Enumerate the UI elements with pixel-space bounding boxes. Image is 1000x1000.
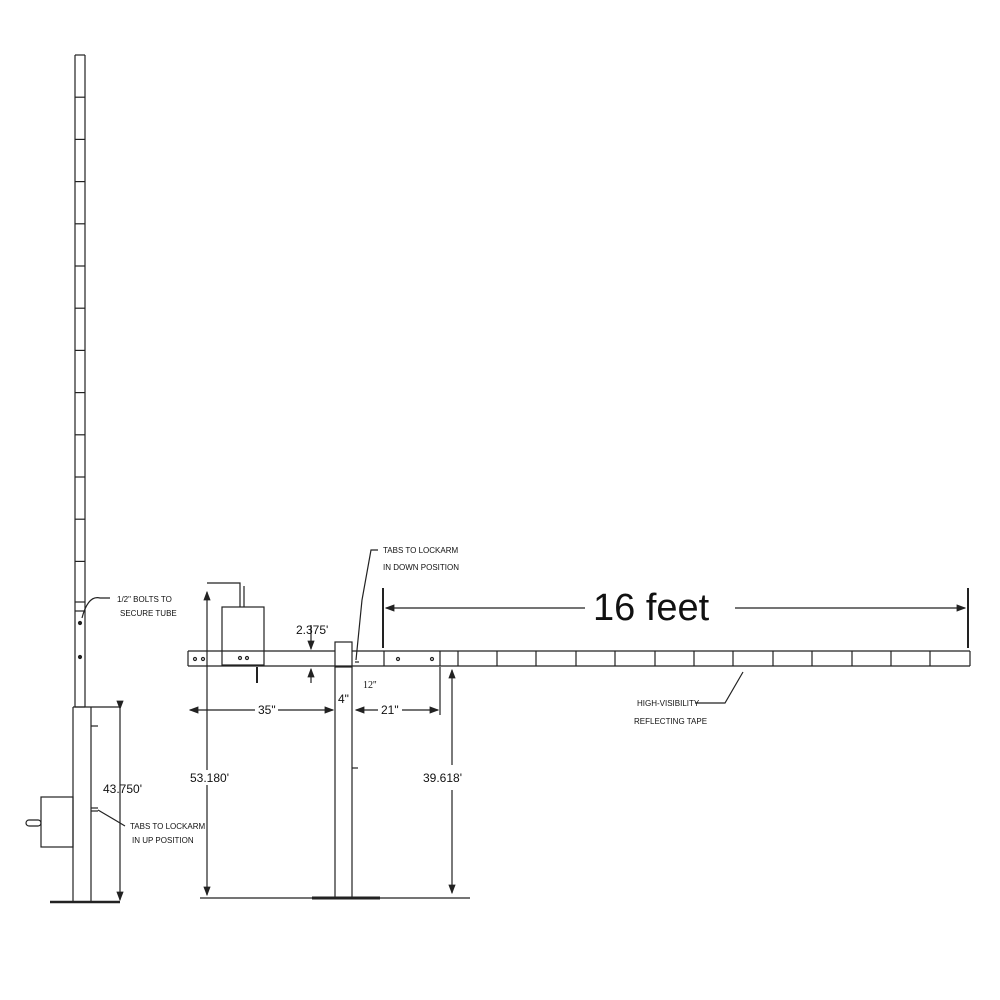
- center-post: [334, 641, 359, 898]
- offset-35-dim: 35": [258, 703, 276, 717]
- arm-length-dim: 16 feet: [593, 587, 710, 629]
- tabs-down-label-1: TABS TO LOCKARM: [383, 546, 458, 555]
- upright-post: [25, 706, 120, 904]
- post-width-dim: 4": [338, 692, 349, 706]
- tape-label-2: REFLECTING TAPE: [634, 717, 707, 726]
- horizontal-arm: [187, 650, 971, 667]
- bolts-label-2: SECURE TUBE: [120, 609, 177, 618]
- bolts-label-1: 1/2" BOLTS TO: [117, 595, 172, 604]
- post-height-dim: 43.750': [103, 782, 142, 796]
- vertical-arm: [74, 54, 86, 708]
- tabs-up-label-1: TABS TO LOCKARM: [130, 822, 205, 831]
- offset-12-dim: 12'': [363, 680, 377, 691]
- offset-21-dim: 21": [381, 703, 399, 717]
- tabs-down-label-2: IN DOWN POSITION: [383, 563, 459, 572]
- overall-height-dim: 53.180': [190, 771, 229, 785]
- tape-label-1: HIGH-VISIBILITY: [637, 699, 700, 708]
- arm-bottom-height-dim: 39.618': [423, 771, 462, 785]
- tabs-up-label-2: IN UP POSITION: [132, 836, 194, 845]
- arm-height-dim: 2.375': [296, 623, 328, 637]
- horizontal-arm-view: 53.180' 2.375' 35" 4" 21" 12'' 39.618' 1…: [187, 546, 971, 900]
- vertical-arm-view: 43.750' 1/2" BOLTS TO SECURE TUBE TABS T…: [25, 54, 205, 904]
- motor-box: [207, 582, 265, 683]
